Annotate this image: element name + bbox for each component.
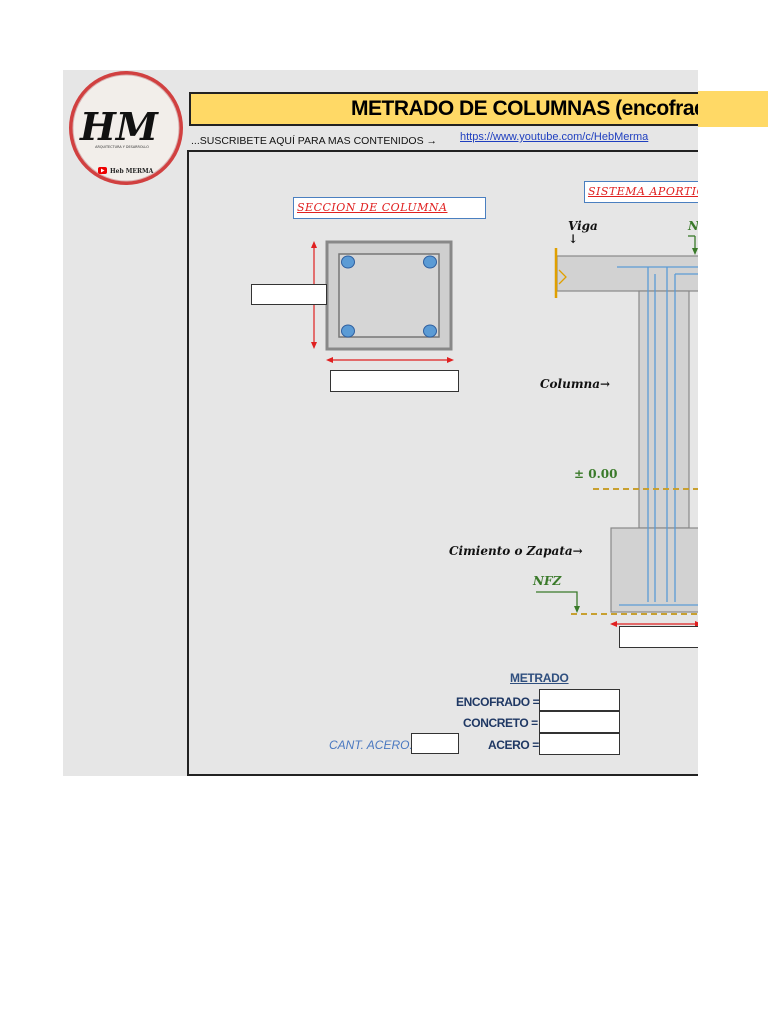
- acero-label: ACERO =: [488, 738, 539, 752]
- concreto-output[interactable]: [539, 711, 620, 733]
- logo-tagline: ARQUITECTURA Y DESARROLLO: [95, 145, 149, 149]
- page-title: METRADO DE COLUMNAS (encofrad: [189, 92, 698, 126]
- zapata-label: Cimiento o Zapata→: [449, 544, 583, 558]
- drawing-frame: [187, 150, 698, 776]
- logo-channel: Heb MERMA: [110, 168, 154, 175]
- cant-acero-label: CANT. ACERO:: [329, 738, 413, 752]
- concreto-label: CONCRETO =: [463, 716, 538, 730]
- title-bar-extension: [698, 91, 768, 127]
- frame-system-drawing: [536, 235, 698, 627]
- system-label: SISTEMA APORTIC: [584, 181, 698, 203]
- nfz-label: NFZ: [533, 574, 562, 588]
- logo-monogram: HM: [79, 104, 159, 149]
- spreadsheet-canvas: HM ARQUITECTURA Y DESARROLLO Heb MERMA M…: [63, 70, 698, 776]
- section-height-input[interactable]: [251, 284, 327, 305]
- acero-output[interactable]: [539, 733, 620, 755]
- metrado-title: METRADO: [510, 671, 569, 685]
- subscribe-text: ...SUSCRIBETE AQUÍ PARA MAS CONTENIDOS →: [191, 135, 438, 147]
- footing-width-input[interactable]: [619, 626, 698, 648]
- encofrado-label: ENCOFRADO =: [456, 695, 540, 709]
- cant-acero-input[interactable]: [411, 733, 459, 754]
- viga-arrow: ↓: [568, 232, 579, 246]
- channel-logo: HM ARQUITECTURA Y DESARROLLO Heb MERMA: [69, 71, 183, 185]
- n-label: N: [688, 219, 698, 233]
- columna-label: Columna→: [540, 377, 611, 391]
- viga-label: Viga: [568, 219, 598, 233]
- section-width-input[interactable]: [330, 370, 459, 392]
- encofrado-output[interactable]: [539, 689, 620, 711]
- level-label: ± 0.00: [574, 467, 618, 481]
- drawing-area: [311, 235, 698, 627]
- youtube-link[interactable]: https://www.youtube.com/c/HebMerma: [460, 131, 649, 143]
- column-section-drawing: [311, 240, 454, 363]
- section-label: SECCION DE COLUMNA: [293, 197, 486, 219]
